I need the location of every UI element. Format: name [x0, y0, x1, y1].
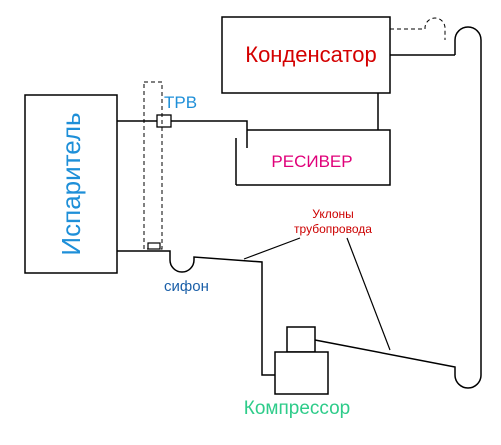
receiver-label: РЕСИВЕР	[271, 152, 352, 171]
receiver-box	[235, 129, 391, 186]
compressor-body	[274, 351, 329, 395]
siphon-label: сифон	[164, 278, 209, 295]
liquid-line-pipe	[117, 120, 248, 148]
slopes-label-line2: трубопровода	[294, 222, 372, 236]
condenser-label: Конденсатор	[245, 42, 376, 67]
evaporator-label: Испаритель	[56, 112, 86, 255]
trv-valve	[156, 114, 172, 128]
condenser-dashed-loop	[390, 17, 446, 40]
discharge-line-pipe	[314, 26, 482, 389]
slope-pointer-left	[243, 237, 301, 260]
compressor-label: Компрессор	[244, 398, 350, 419]
slopes-label-line1: Уклоны	[312, 207, 354, 221]
trv-label: ТРВ	[164, 93, 197, 112]
evaporator-box	[24, 94, 118, 274]
condenser-box	[221, 16, 391, 94]
compressor-top	[286, 326, 316, 353]
trv-sensing-tube	[143, 81, 163, 250]
slope-pointer-middle	[346, 237, 391, 351]
suction-line-pipe	[117, 250, 275, 376]
sensing-bulb	[147, 242, 161, 250]
